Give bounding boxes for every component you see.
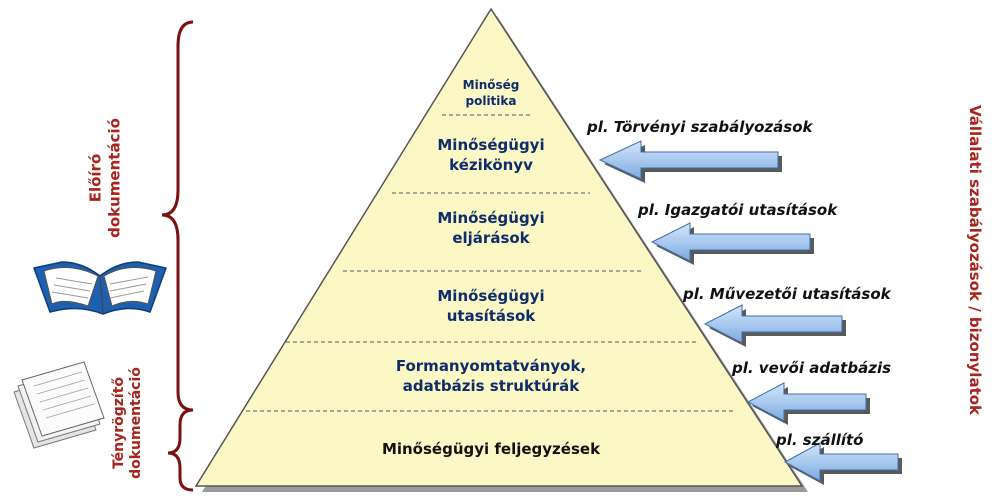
level-instructions-line2: utasítások: [446, 306, 536, 325]
level-separators: [246, 114, 736, 412]
example-customer-database: pl. vevői adatbázis: [732, 359, 892, 377]
level-quality-manual-line1: Minőségügyi: [437, 136, 545, 154]
level-instructions: Minőségügyi utasítások: [401, 287, 581, 326]
open-book-icon: [33, 261, 167, 315]
level-forms: Formanyomtatványok, adatbázis struktúrák: [351, 357, 631, 396]
arrow-4: [746, 382, 870, 425]
arrow-5: [783, 442, 902, 485]
level-procedures-line1: Minőségügyi: [437, 209, 545, 227]
level-records: Minőségügyi feljegyzések: [331, 440, 651, 460]
example-supplier: pl. szállító: [776, 431, 864, 449]
label-prescriptive-line2: dokumentáció: [105, 118, 123, 238]
label-recording: Tényrögzítő dokumentáció: [111, 348, 145, 498]
arrow-1: [598, 140, 782, 183]
right-label: Vállalati szabályozások / bizonylatok: [966, 104, 984, 416]
right-label-wrap: Vállalati szabályozások / bizonylatok: [962, 40, 988, 480]
level-quality-manual-line2: kézikönyv: [449, 155, 533, 174]
brace-recording: [167, 408, 194, 492]
label-prescriptive-line1: Előíró: [86, 153, 105, 203]
label-recording-wrap: Tényrögzítő dokumentáció: [106, 348, 150, 498]
arrow-2: [650, 222, 814, 265]
level-quality-policy: Minőség politika: [431, 78, 551, 109]
level-forms-line1: Formanyomtatványok,: [395, 357, 587, 375]
level-forms-line2: adatbázis struktúrák: [402, 376, 580, 395]
level-instructions-line1: Minőségügyi: [437, 287, 545, 305]
arrow-3: [703, 304, 846, 347]
example-laws: pl. Törvényi szabályozások: [587, 118, 813, 136]
example-director-instructions: pl. Igazgatói utasítások: [638, 201, 838, 219]
level-quality-manual: Minőségügyi kézikönyv: [401, 136, 581, 175]
pyramid: [194, 7, 804, 487]
label-prescriptive-documentation: [4, 78, 44, 278]
label-prescriptive: Előíró dokumentáció: [86, 78, 124, 278]
label-recording-line2: dokumentáció: [128, 367, 144, 479]
brace-prescriptive: [161, 20, 194, 412]
level-quality-policy-line1: Minőség: [462, 78, 520, 92]
label-recording-line1: Tényrögzítő: [111, 376, 128, 470]
paper-stack-icon: [13, 361, 105, 449]
level-procedures-line2: eljárások: [452, 228, 530, 247]
label-prescriptive-wrap: Előíró dokumentáció: [83, 78, 127, 278]
level-quality-policy-line2: politika: [465, 93, 517, 108]
level-records-line1: Minőségügyi feljegyzések: [381, 440, 601, 458]
arrows: [598, 140, 902, 485]
level-procedures: Minőségügyi eljárások: [401, 209, 581, 248]
example-foreman-instructions: pl. Művezetői utasítások: [683, 285, 891, 303]
